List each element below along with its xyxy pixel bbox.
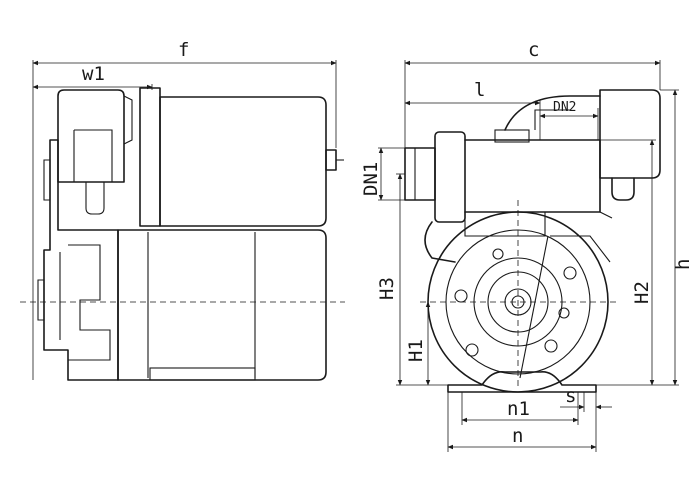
tank-cap xyxy=(494,129,530,143)
cable-gland xyxy=(85,182,105,215)
inlet-pipe xyxy=(404,147,436,201)
switch-cable xyxy=(611,177,635,201)
inlet-stub xyxy=(43,159,51,201)
bolt-hole-bottom-left xyxy=(465,343,479,357)
label-n: n xyxy=(512,425,523,447)
label-h2: H2 xyxy=(631,281,653,304)
pump-base xyxy=(447,370,597,393)
outlet-inner xyxy=(534,109,570,130)
bolt-hole-bottom-right xyxy=(544,339,558,353)
label-h3: H3 xyxy=(376,277,398,300)
housing-detail xyxy=(68,244,111,361)
base-rail xyxy=(149,367,256,381)
label-h: h xyxy=(672,259,694,270)
bolt-hole-top-right xyxy=(563,266,577,280)
front-view: c l DN2 DN1 H3 H1 H2 h n1 xyxy=(360,39,694,452)
switch-box xyxy=(599,89,661,179)
inlet-flange xyxy=(434,131,466,223)
shaft-knob xyxy=(325,149,337,171)
pump-neck xyxy=(464,212,546,237)
label-c: c xyxy=(528,39,539,61)
handle-loop xyxy=(424,221,456,263)
box-clip xyxy=(123,95,133,145)
motor-lower-body xyxy=(117,229,327,381)
label-h1: H1 xyxy=(405,339,427,362)
label-dn1: DN1 xyxy=(360,162,382,196)
flange-plate xyxy=(139,87,161,227)
label-dn2: DN2 xyxy=(553,100,576,115)
label-l: l xyxy=(474,79,485,101)
pump-housing-side xyxy=(43,139,119,381)
label-s: s xyxy=(565,385,576,407)
side-view: f w1 xyxy=(20,39,345,381)
terminal-box-inner xyxy=(73,129,113,182)
bolt-hole-right xyxy=(558,307,570,319)
neck-right xyxy=(550,235,611,263)
label-w1: w1 xyxy=(82,63,105,85)
terminal-box xyxy=(57,89,125,183)
face-strut xyxy=(519,235,549,379)
tank-body xyxy=(464,139,601,213)
label-n1: n1 xyxy=(507,398,530,420)
bracket xyxy=(599,178,613,219)
bolt-hole-left xyxy=(454,289,468,303)
motor-upper-body xyxy=(159,96,327,227)
bolt-hole-top xyxy=(492,248,504,260)
side-port xyxy=(37,279,45,321)
label-f: f xyxy=(178,39,189,61)
